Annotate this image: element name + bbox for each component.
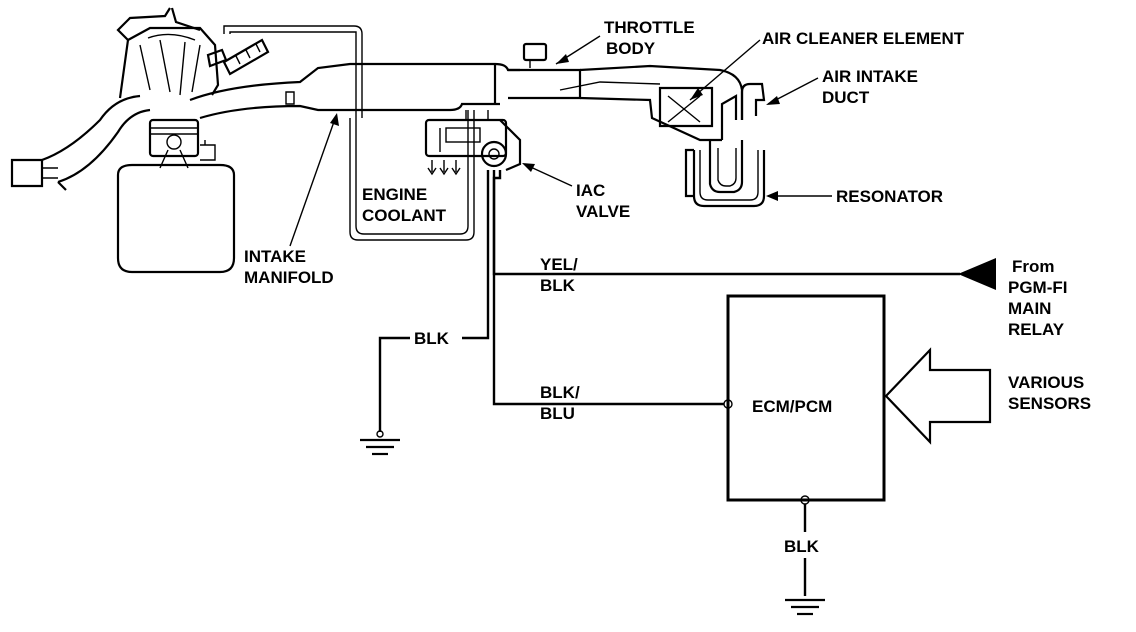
air-intake-duct [720,82,766,140]
label-engine-coolant-1: ENGINE [362,185,427,204]
label-iac-valve-2: VALVE [576,202,630,221]
label-engine-coolant-2: COOLANT [362,206,447,225]
label-resonator: RESONATOR [836,187,943,206]
label-blk-blu-2: BLU [540,404,575,423]
throttle-body [508,42,582,100]
ecm-pcm-box [726,294,886,502]
label-various-sensors-2: SENSORS [1008,394,1091,413]
label-various-sensors-1: VARIOUS [1008,373,1084,392]
label-air-cleaner-element: AIR CLEANER ELEMENT [762,29,965,48]
label-iac-valve-1: IAC [576,181,605,200]
label-from-relay-3: MAIN [1008,299,1051,318]
crankcase [116,140,236,274]
label-from-relay-2: PGM-FI [1008,278,1068,297]
label-yel-blk-2: BLK [540,276,576,295]
label-blk-blu-1: BLK/ [540,383,580,402]
label-blk-left: BLK [414,329,450,348]
label-throttle-body-2: BODY [606,39,656,58]
iac-valve [424,110,522,176]
label-intake-manifold-1: INTAKE [244,247,306,266]
exhaust-port-pipe [10,94,151,191]
fuel-injector [222,38,270,76]
ground-symbol-ecm [785,598,825,616]
various-sensors-arrow-icon [884,347,992,445]
engine-cylinder-head [116,7,228,99]
engine-coolant-loop [223,25,475,241]
label-throttle-body-1: THROTTLE [604,18,695,37]
label-from-relay-4: RELAY [1008,320,1065,339]
piston [148,118,200,169]
label-from-relay-1: From [1012,257,1055,276]
ecm-input-terminal [723,399,733,409]
ground-symbol-left [360,430,400,456]
label-yel-blk-1: YEL/ [540,255,578,274]
label-air-intake-duct-1: AIR INTAKE [822,67,918,86]
air-cleaner-housing [559,64,744,142]
label-ecm-pcm: ECM/PCM [752,397,832,416]
label-air-intake-duct-2: DUCT [822,88,870,107]
pgm-fi-arrow-icon [958,258,996,290]
label-intake-manifold-2: MANIFOLD [244,268,334,287]
label-blk-ecm: BLK [784,537,820,556]
intake-manifold-tube [189,62,520,120]
wiring [378,170,960,432]
resonator [684,140,766,208]
leader-lines [289,35,832,247]
